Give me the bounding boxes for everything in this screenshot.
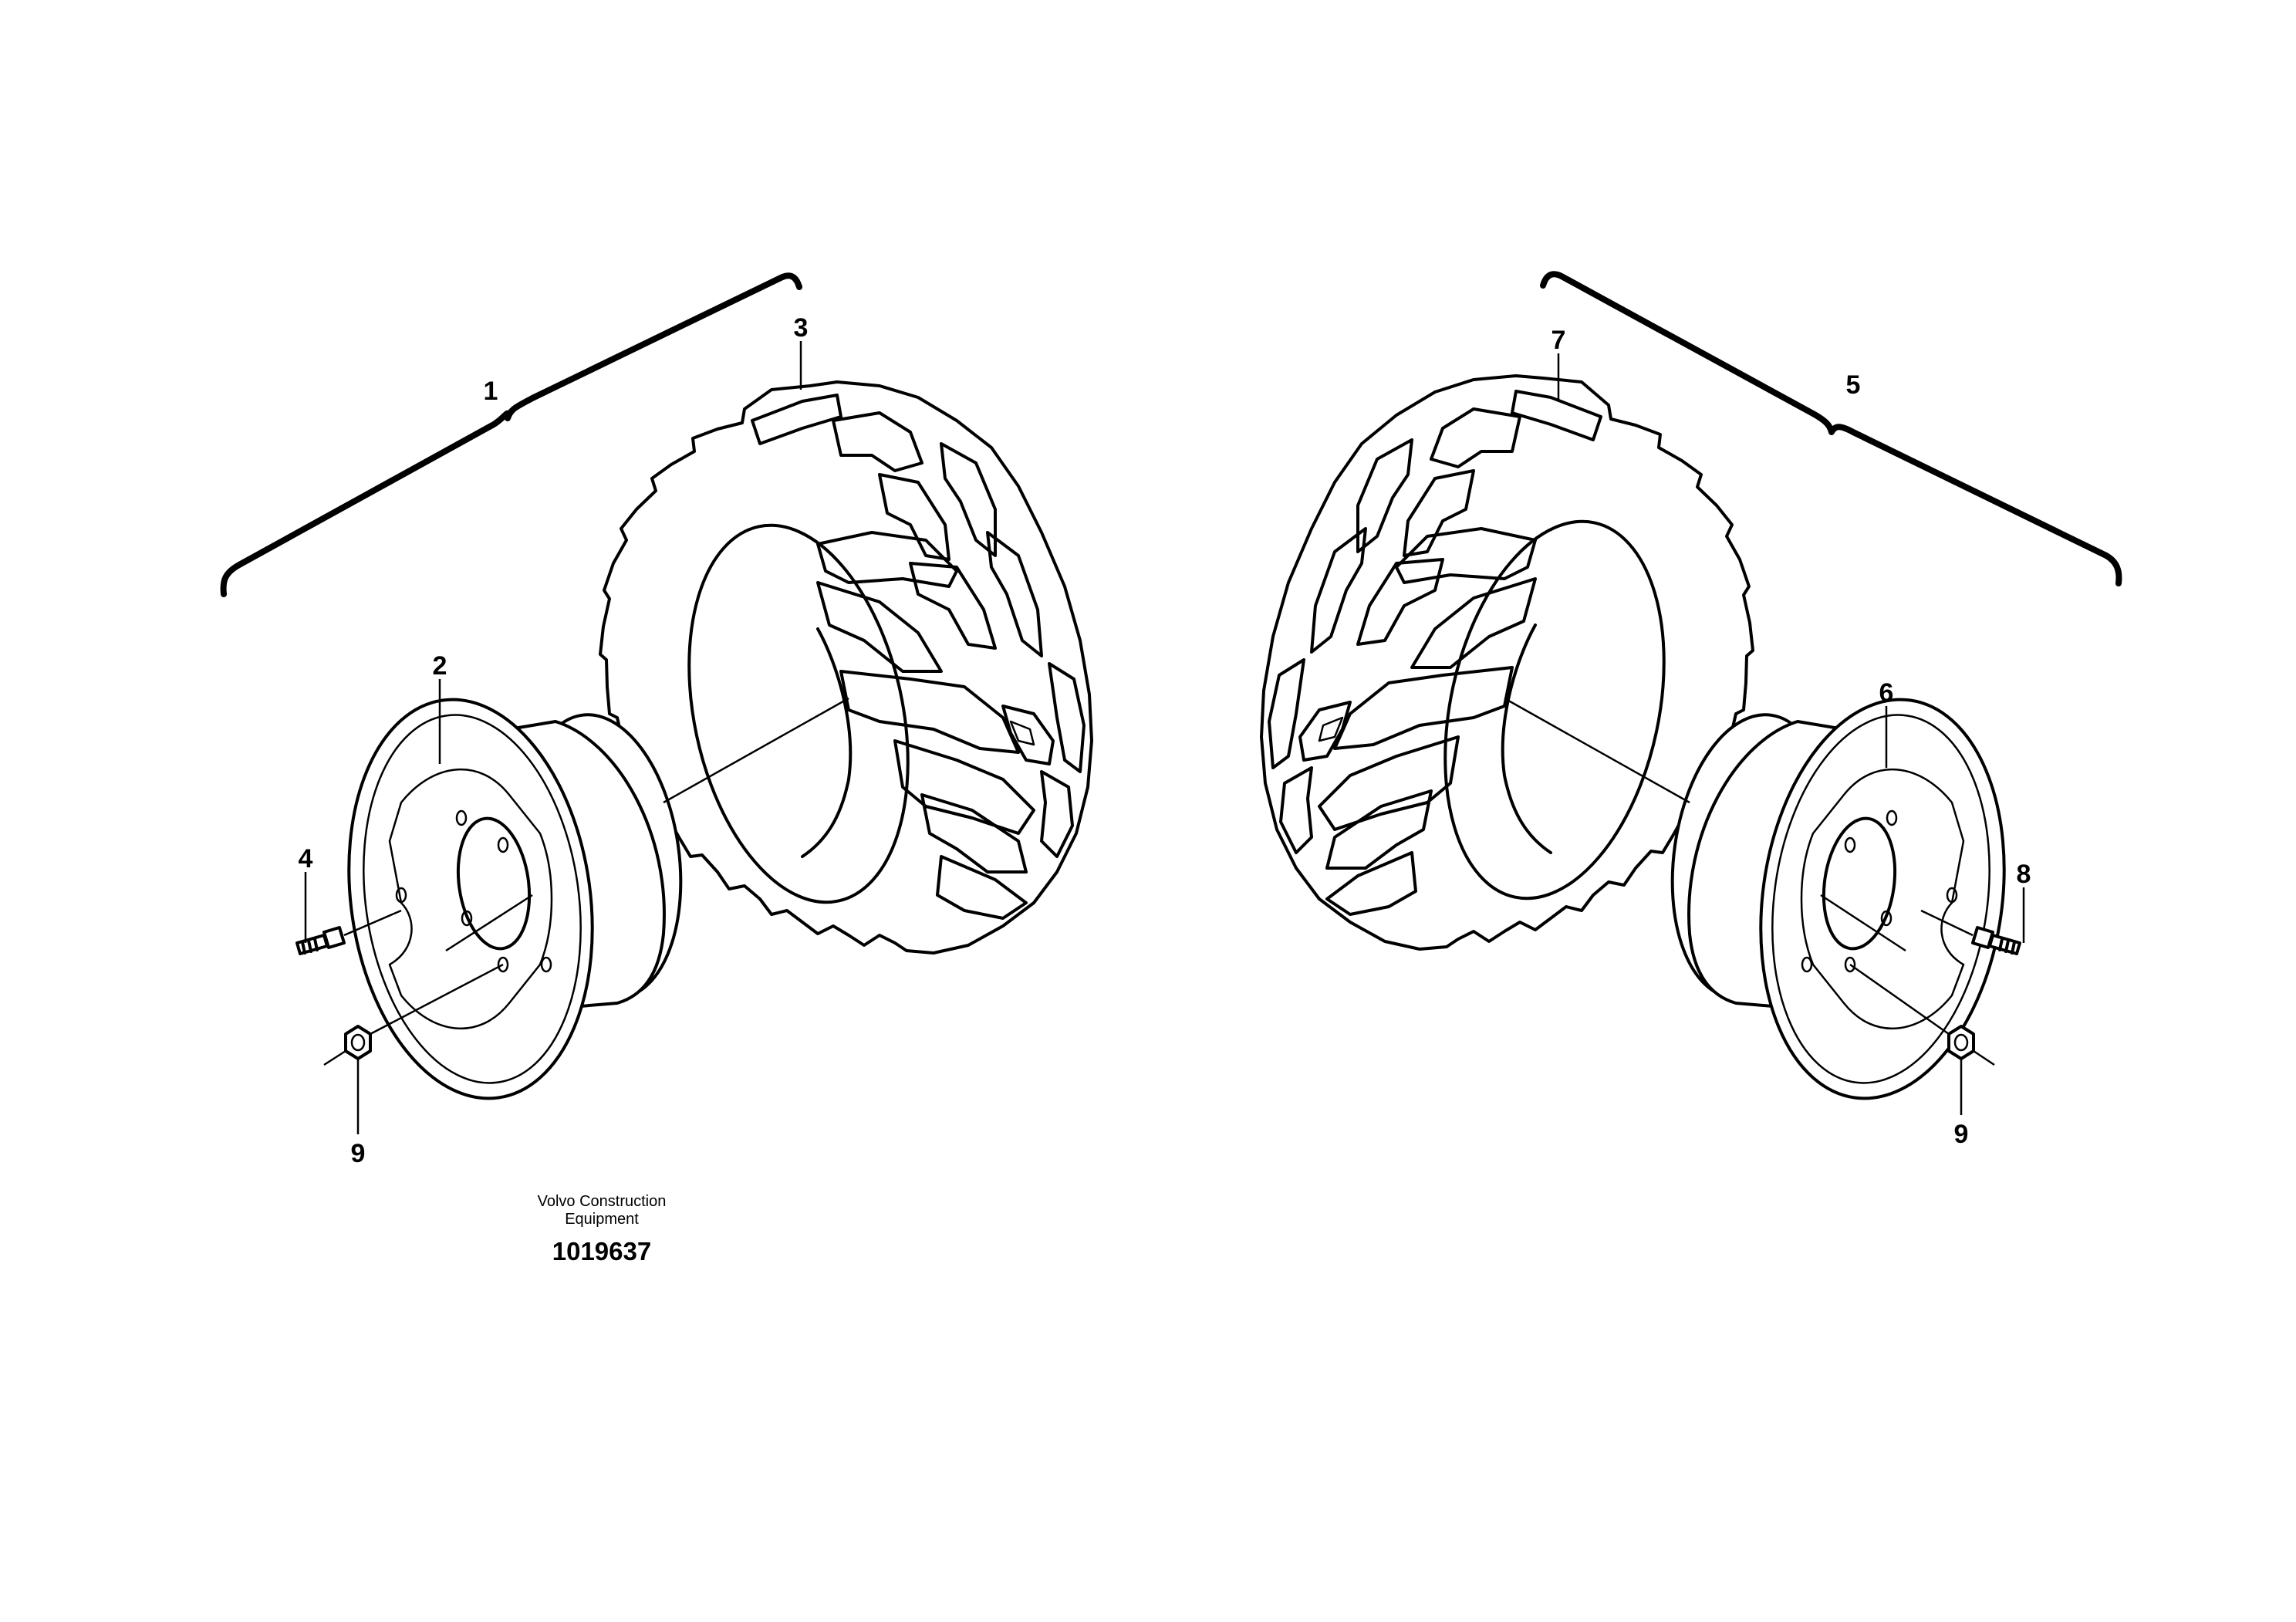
callout-4: 4 — [299, 844, 313, 874]
callout-2: 2 — [433, 651, 447, 681]
drawing-number: 1019637 — [552, 1237, 652, 1265]
drawing-caption: Volvo Construction Equipment 1019637 — [494, 1193, 710, 1267]
right-wheel-nut — [1947, 1025, 1975, 1060]
right-axis-line — [1504, 697, 1906, 952]
bracket-assembly-5 — [1540, 271, 2122, 586]
callout-8: 8 — [2017, 860, 2031, 889]
callout-6: 6 — [1879, 678, 1894, 708]
brand-name-line-1: Volvo Construction — [537, 1193, 667, 1210]
right-nut-axis — [1849, 963, 1995, 1066]
callout-1: 1 — [484, 377, 498, 406]
left-stud-axis — [343, 909, 402, 937]
bracket-assembly-1 — [220, 272, 802, 597]
right-stud-axis — [1920, 909, 1974, 937]
callout-9-right: 9 — [1954, 1120, 1969, 1149]
left-nut-axis — [323, 963, 504, 1066]
right-tire — [1260, 374, 1754, 951]
left-wheel-stud — [295, 926, 346, 955]
left-tire — [599, 380, 1093, 955]
left-rim — [347, 698, 683, 1100]
left-axis-line — [445, 697, 849, 952]
callout-9-left: 9 — [351, 1139, 366, 1168]
left-wheel-nut — [344, 1025, 372, 1060]
brand-name-line-2: Equipment — [565, 1211, 639, 1228]
right-wheel-stud — [1971, 926, 2021, 955]
callout-7: 7 — [1551, 326, 1566, 355]
callout-3: 3 — [794, 313, 809, 343]
callout-5: 5 — [1846, 370, 1861, 400]
right-rim — [1670, 698, 2006, 1100]
